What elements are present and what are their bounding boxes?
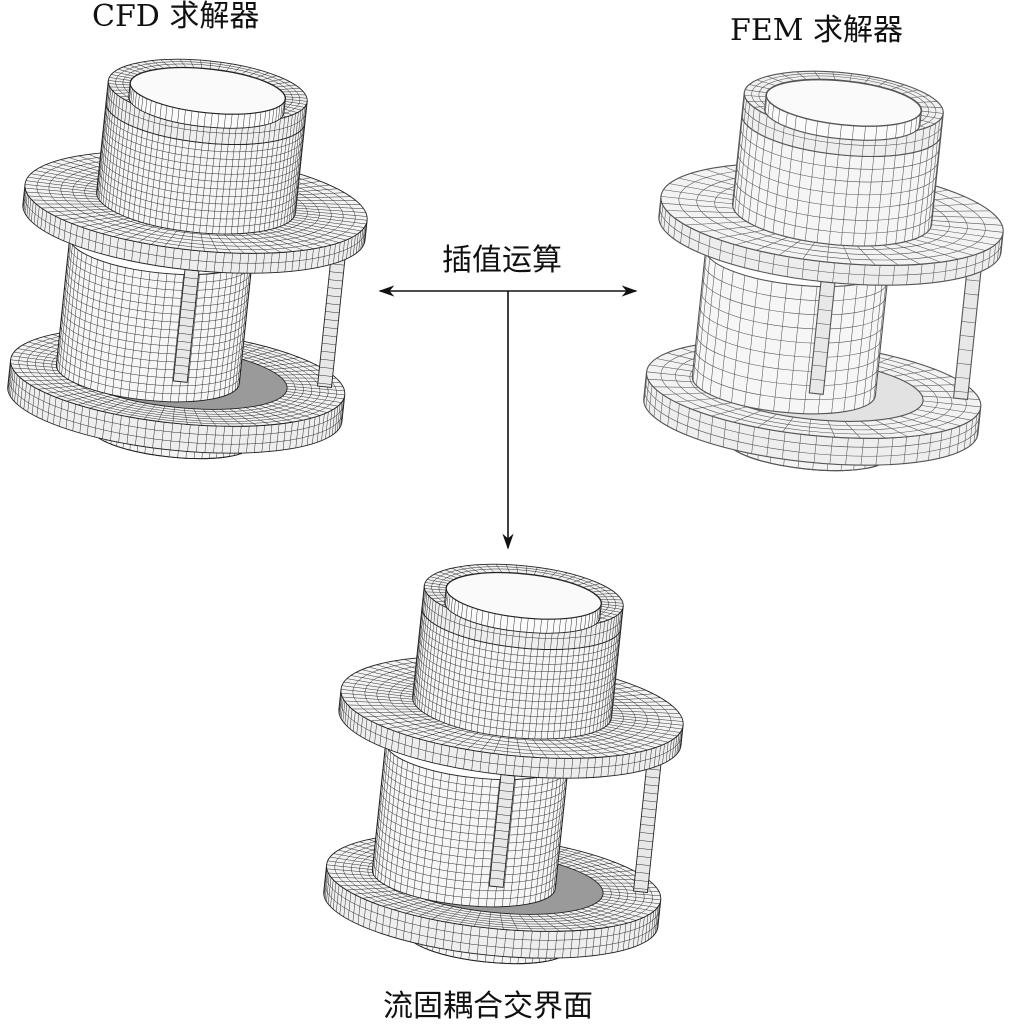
cfd-solver-label: CFD 求解器 (92, 0, 260, 34)
fsi-interface-model (323, 563, 684, 965)
fsi-interface-label: 流固耦合交界面 (383, 989, 593, 1024)
fem-mesh-model (643, 70, 1004, 472)
interpolation-label: 插值运算 (442, 243, 562, 278)
cfd-mesh-model (7, 58, 368, 460)
fem-solver-label: FEM 求解器 (730, 13, 903, 48)
